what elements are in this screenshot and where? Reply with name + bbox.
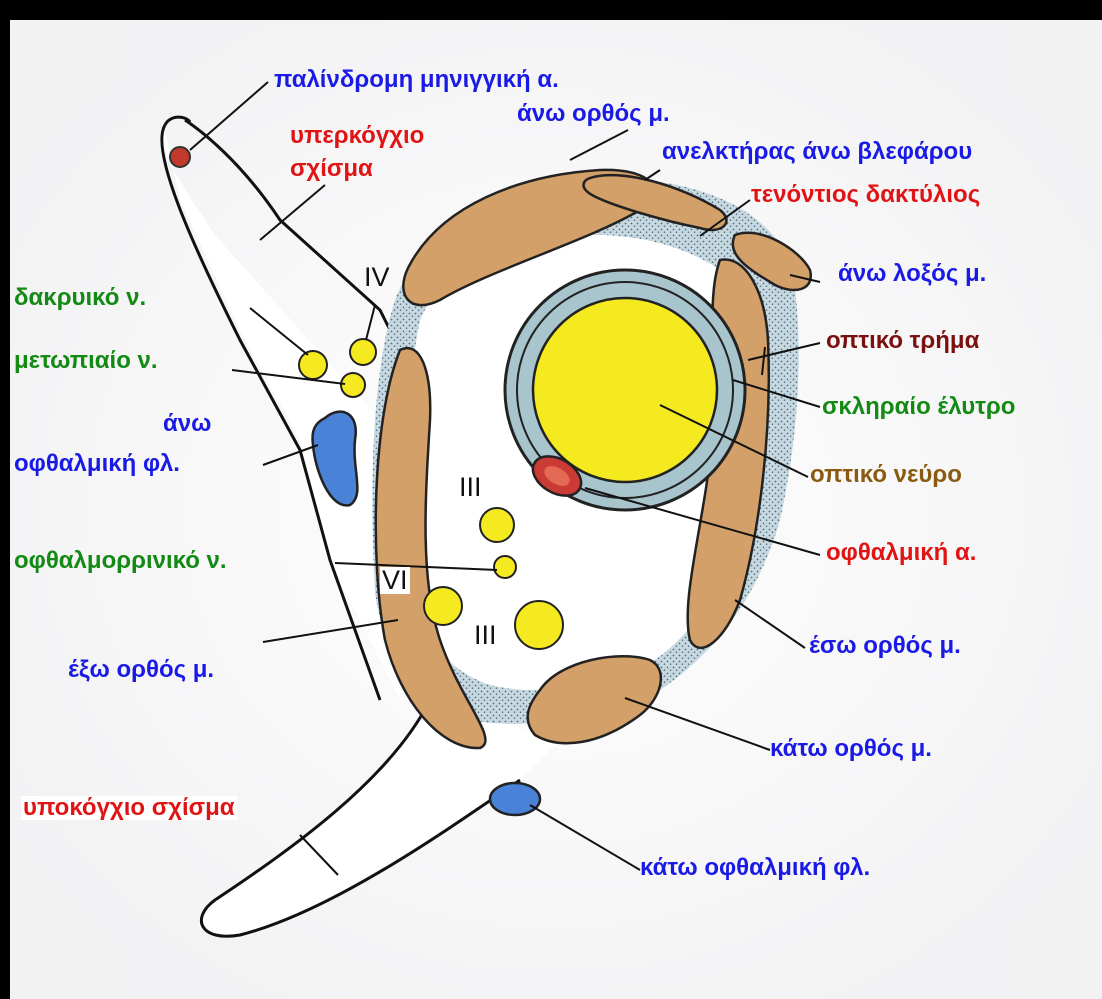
- label-superior-ophthalmic-vein-line2: οφθαλμική φλ.: [14, 452, 180, 476]
- label-levator-palpebrae: ανελκτήρας άνω βλεφάρου: [662, 140, 972, 164]
- oculomotor-superior-nerve: [480, 508, 514, 542]
- label-recurrent-meningeal-artery: παλίνδρομη μηνιγγική α.: [274, 68, 559, 92]
- recurrent-meningeal-artery-dot: [170, 147, 190, 167]
- trochlear-nerve: [350, 339, 376, 365]
- oculomotor-inferior-nerve: [515, 601, 563, 649]
- label-optic-nerve: οπτικό νεύρο: [810, 463, 962, 487]
- label-lacrimal-nerve: δακρυικό ν.: [14, 286, 146, 310]
- label-medial-rectus: έσω ορθός μ.: [809, 634, 961, 658]
- label-superior-orbital-fissure-line1: υπερκόγχιο: [290, 124, 424, 148]
- label-tendinous-ring: τενόντιος δακτύλιος: [751, 183, 980, 207]
- label-scleral-sheath: σκληραίο έλυτρο: [822, 395, 1015, 419]
- label-frontal-nerve: μετωπιαίο ν.: [14, 349, 158, 373]
- label-inferior-orbital-fissure: υποκόγχιο σχίσμα: [21, 796, 237, 820]
- label-superior-rectus: άνω ορθός μ.: [517, 102, 670, 126]
- label-lateral-rectus: έξω ορθός μ.: [68, 658, 214, 682]
- frontal-nerve: [341, 373, 365, 397]
- label-nasociliary-nerve: οφθαλμορρινικό ν.: [14, 549, 227, 573]
- label-inferior-rectus: κάτω ορθός μ.: [770, 737, 932, 761]
- inferior-ophthalmic-vein: [490, 783, 540, 815]
- numeral-iii-upper: III: [459, 474, 482, 501]
- label-superior-orbital-fissure-line2: σχίσμα: [290, 157, 373, 181]
- numeral-iv: IV: [364, 264, 390, 291]
- label-ophthalmic-artery: οφθαλμική α.: [826, 541, 976, 565]
- label-superior-ophthalmic-vein-line1: άνω: [163, 412, 211, 436]
- label-optic-canal: οπτικό τρήμα: [826, 329, 979, 353]
- numeral-vi: VI: [380, 567, 410, 594]
- label-superior-oblique: άνω λοξός μ.: [838, 262, 986, 286]
- nasociliary-nerve: [494, 556, 516, 578]
- label-inferior-ophthalmic-vein: κάτω οφθαλμική φλ.: [640, 856, 870, 880]
- lacrimal-nerve: [299, 351, 327, 379]
- optic-nerve: [533, 298, 717, 482]
- abducens-nerve: [424, 587, 462, 625]
- numeral-iii-lower: III: [474, 622, 497, 649]
